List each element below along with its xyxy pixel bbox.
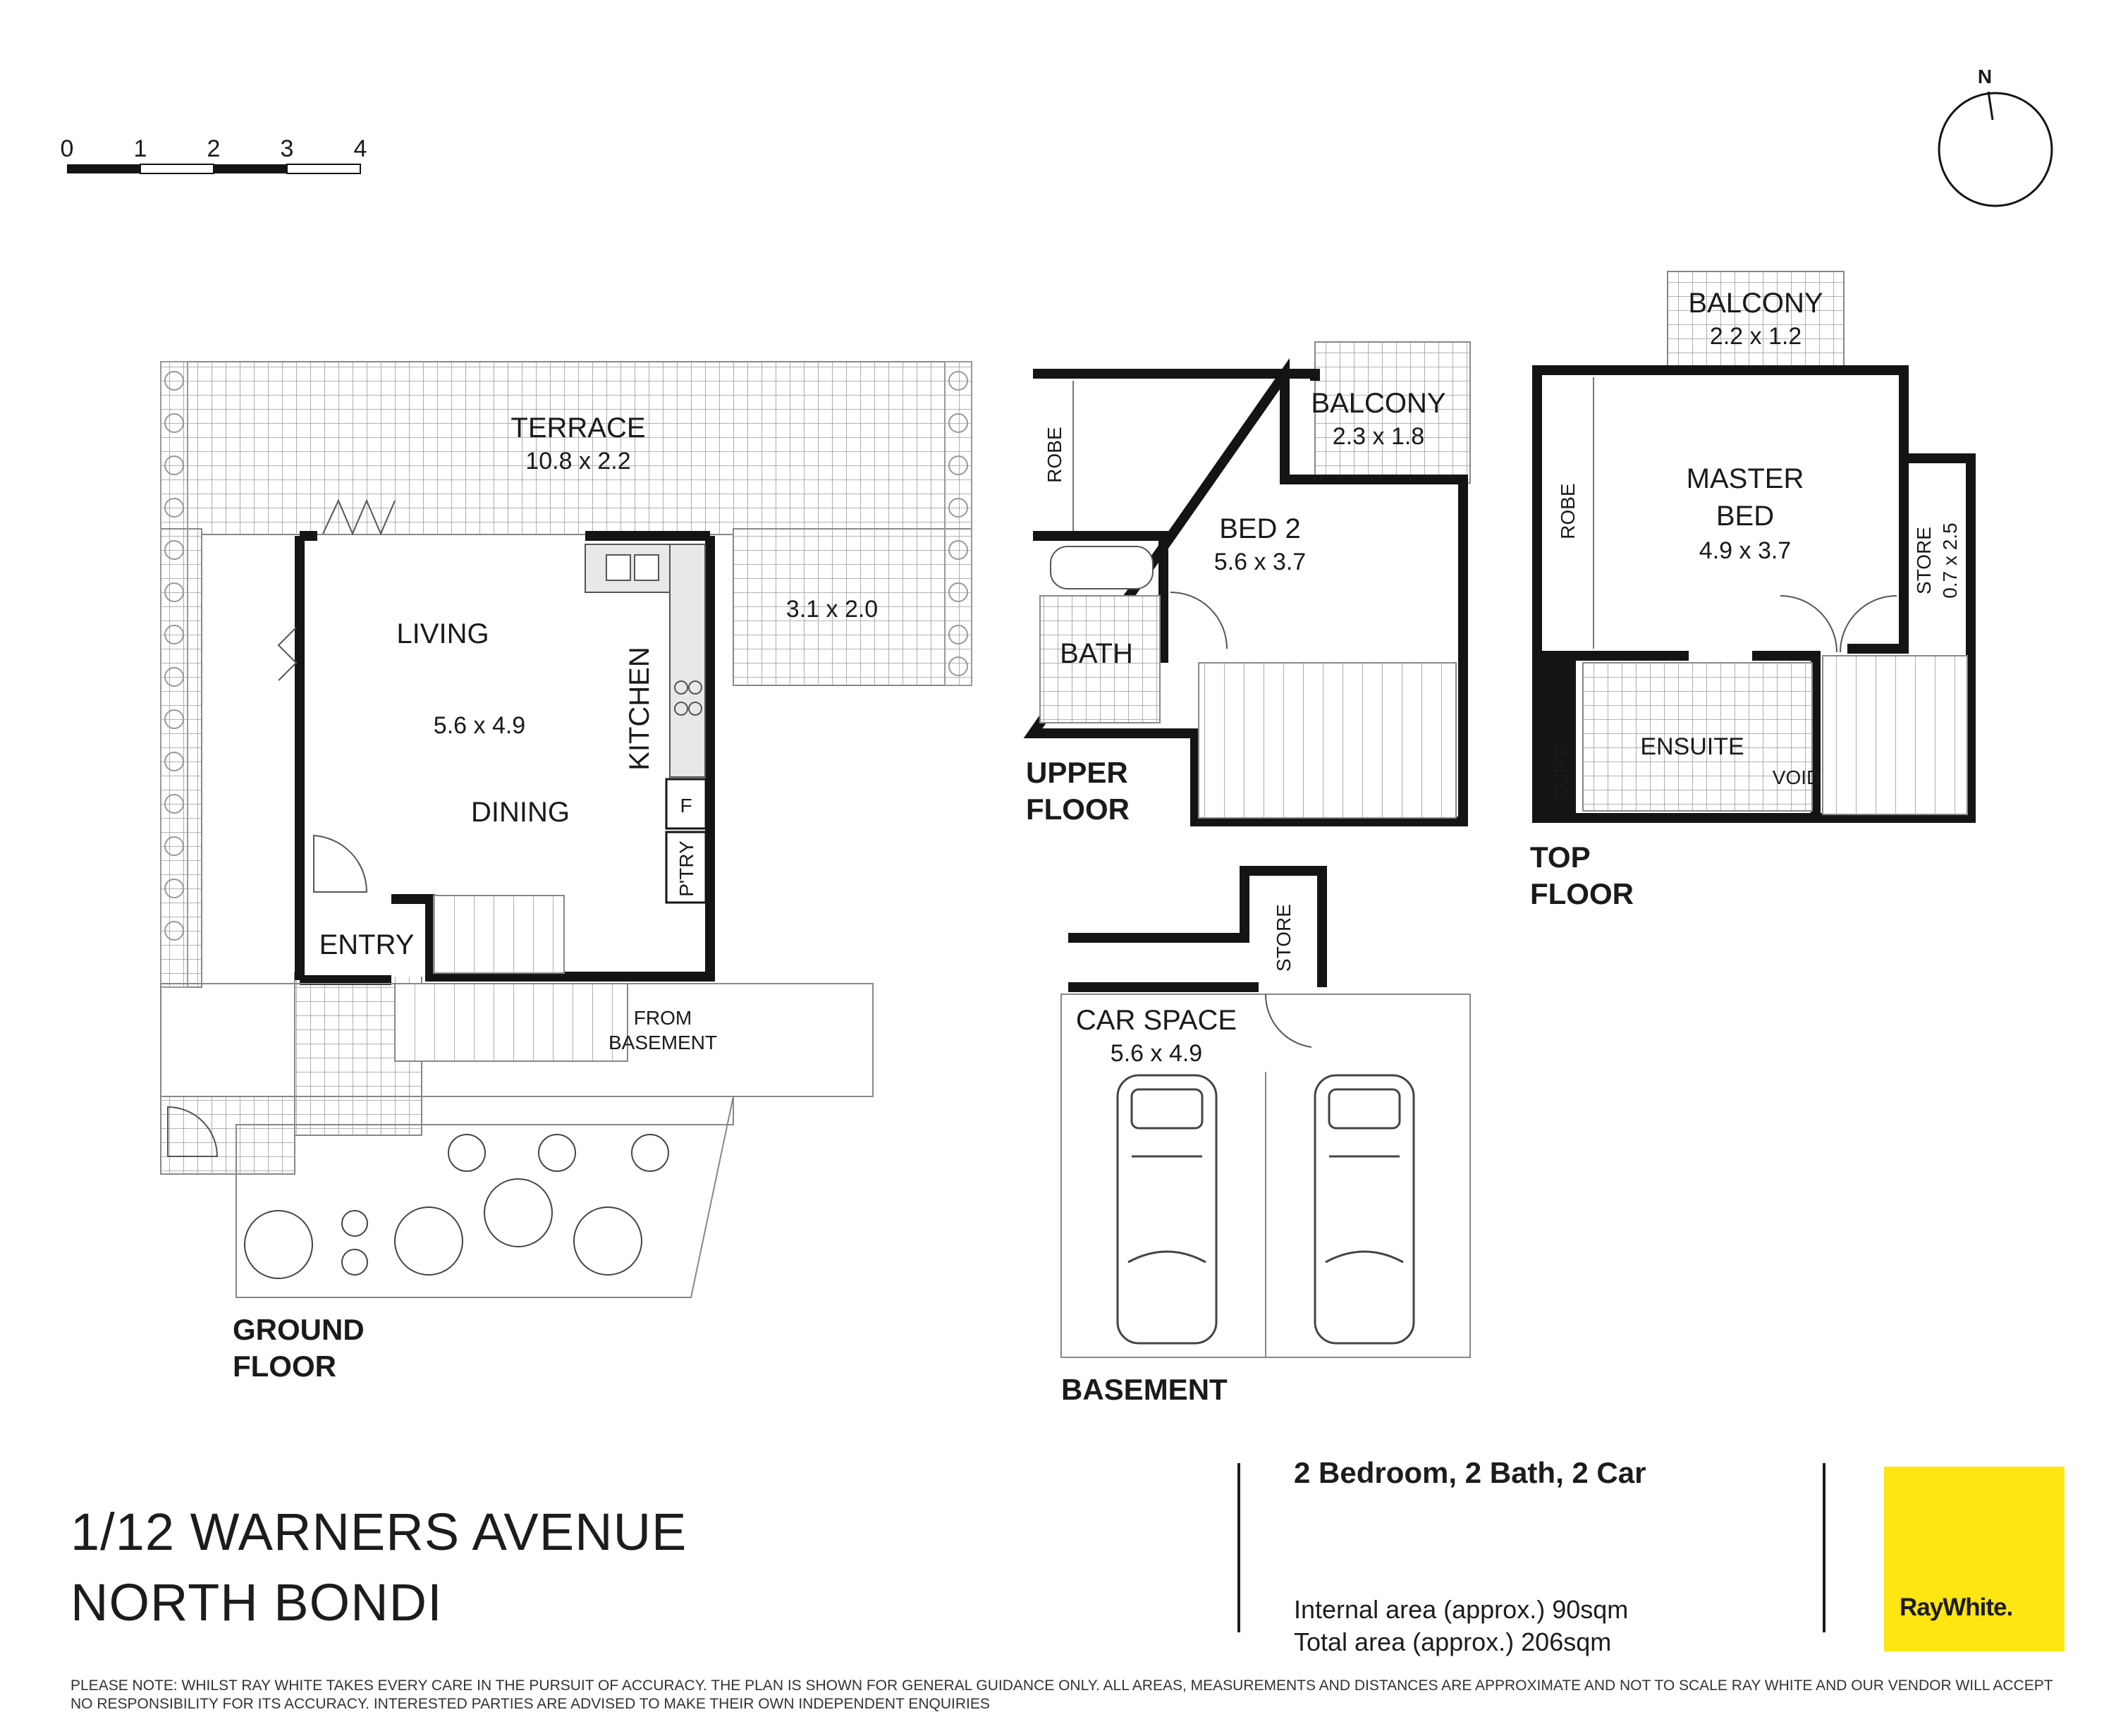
disclaimer: Please note: whilst Ray White takes ever… — [71, 1677, 2053, 1712]
terrace — [160, 361, 972, 535]
upper-bath-tiles — [1039, 595, 1161, 723]
top-floor-plan: BALCONY 2.2 x 1.2 ROBE MASTER BED 4.9 x … — [1530, 271, 1976, 910]
top-store-dims: 0.7 x 2.5 — [1939, 522, 1961, 598]
north-compass-icon: N — [1938, 66, 2053, 207]
scale-tick-4: 4 — [354, 135, 367, 162]
car-icon-2 — [1314, 1074, 1415, 1345]
side-terrace-dims: 3.1 x 2.0 — [786, 596, 878, 623]
planter-shrubs — [160, 361, 972, 988]
basement-title: BASEMENT — [1061, 1373, 1228, 1406]
upper-balcony-dims: 2.3 x 1.8 — [1333, 423, 1424, 450]
gate-door — [167, 1106, 219, 1157]
internal-area: Internal area (approx.) 90sqm — [1294, 1595, 1629, 1624]
upper-robe-label: ROBE — [1044, 427, 1065, 482]
scale-tick-1: 1 — [134, 135, 147, 162]
upper-floor-title-2: FLOOR — [1026, 793, 1130, 826]
bed2-label: BED 2 — [1219, 513, 1301, 544]
car-space-label: CAR SPACE — [1076, 1005, 1237, 1036]
divider-1 — [1237, 1463, 1240, 1632]
scale-tick-0: 0 — [61, 135, 74, 162]
bifold-door — [322, 499, 396, 536]
car-space-dims: 5.6 x 4.9 — [1111, 1040, 1202, 1067]
basement-store-label: STORE — [1273, 904, 1295, 972]
raywhite-logo: RayWhite. — [1884, 1467, 2065, 1651]
top-balcony-label: BALCONY — [1688, 288, 1823, 319]
scale-bar: 0 1 2 3 4 — [61, 135, 367, 174]
master-bed-dims: 4.9 x 3.7 — [1699, 537, 1791, 564]
bathtub-icon — [1050, 546, 1154, 589]
address-line-2: NORTH BONDI — [71, 1573, 443, 1632]
living-dims: 5.6 x 4.9 — [434, 712, 525, 739]
living-label: LIVING — [396, 618, 489, 649]
top-stair — [1822, 655, 1968, 815]
logo-text: RayWhite. — [1900, 1594, 2013, 1621]
cooktop-icon — [674, 680, 702, 716]
bath-label: BATH — [1060, 638, 1133, 669]
scale-tick-3: 3 — [281, 135, 294, 162]
pantry-label: P'TRY — [675, 841, 697, 897]
from-basement-label-1: FROM — [634, 1007, 692, 1029]
total-area: Total area (approx.) 206sqm — [1294, 1627, 1612, 1656]
ground-floor-title-2: FLOOR — [233, 1350, 336, 1383]
top-balcony — [1667, 271, 1845, 371]
address-line-1: 1/12 WARNERS AVENUE — [71, 1503, 687, 1561]
ensuite-label: ENSUITE — [1640, 733, 1744, 760]
terrace-dims: 10.8 x 2.2 — [525, 448, 630, 475]
top-floor-title-2: FLOOR — [1530, 877, 1634, 910]
garden-tree-icons — [244, 1134, 669, 1279]
terrace-label: TERRACE — [510, 412, 645, 444]
kitchen-label: KITCHEN — [624, 647, 655, 771]
entry-label: ENTRY — [319, 929, 415, 960]
internal-stair — [433, 895, 565, 974]
upper-floor-plan: BALCONY 2.3 x 1.8 ROBE BED 2 5.6 x 3.7 B… — [1023, 341, 1471, 826]
upper-balcony-label: BALCONY — [1311, 388, 1445, 419]
ensuite-tiles — [1582, 662, 1813, 812]
scale-tick-2: 2 — [207, 135, 221, 162]
garden-bed — [236, 1096, 734, 1298]
cupd-label: CUP'D — [1550, 742, 1572, 802]
upper-floor-title-1: UPPER — [1026, 756, 1128, 789]
basement-plan: STORE CAR SPACE 5.6 x 4.9 BASEMENT — [1060, 866, 1471, 1406]
fridge-label: F — [680, 795, 692, 817]
master-bed-label-1: MASTER — [1687, 463, 1804, 494]
side-terrace — [733, 528, 972, 686]
from-basement-label-2: BASEMENT — [608, 1032, 717, 1053]
top-robe-label: ROBE — [1557, 483, 1579, 539]
ground-floor-plan: TERRACE 10.8 x 2.2 3.1 x 2.0 LIVING 5.6 … — [160, 361, 972, 1383]
entry-door — [313, 834, 368, 893]
upper-stair — [1198, 662, 1457, 819]
top-store-label: STORE — [1913, 527, 1935, 594]
bed2-dims: 5.6 x 3.7 — [1214, 549, 1306, 575]
property-summary: 2 Bedroom, 2 Bath, 2 Car — [1294, 1456, 1646, 1489]
ground-floor-title-1: GROUND — [233, 1313, 365, 1346]
top-floor-title-1: TOP — [1530, 841, 1591, 874]
divider-2 — [1823, 1463, 1825, 1632]
upper-balcony — [1314, 341, 1471, 484]
car-icon-1 — [1116, 1074, 1218, 1345]
void-label: VOID — [1773, 766, 1821, 788]
stair-from-basement — [394, 983, 628, 1062]
top-balcony-dims: 2.2 x 1.2 — [1710, 323, 1802, 350]
compass-north-label: N — [1978, 66, 1992, 87]
dining-label: DINING — [471, 797, 570, 828]
master-bed-label-2: BED — [1716, 501, 1774, 532]
